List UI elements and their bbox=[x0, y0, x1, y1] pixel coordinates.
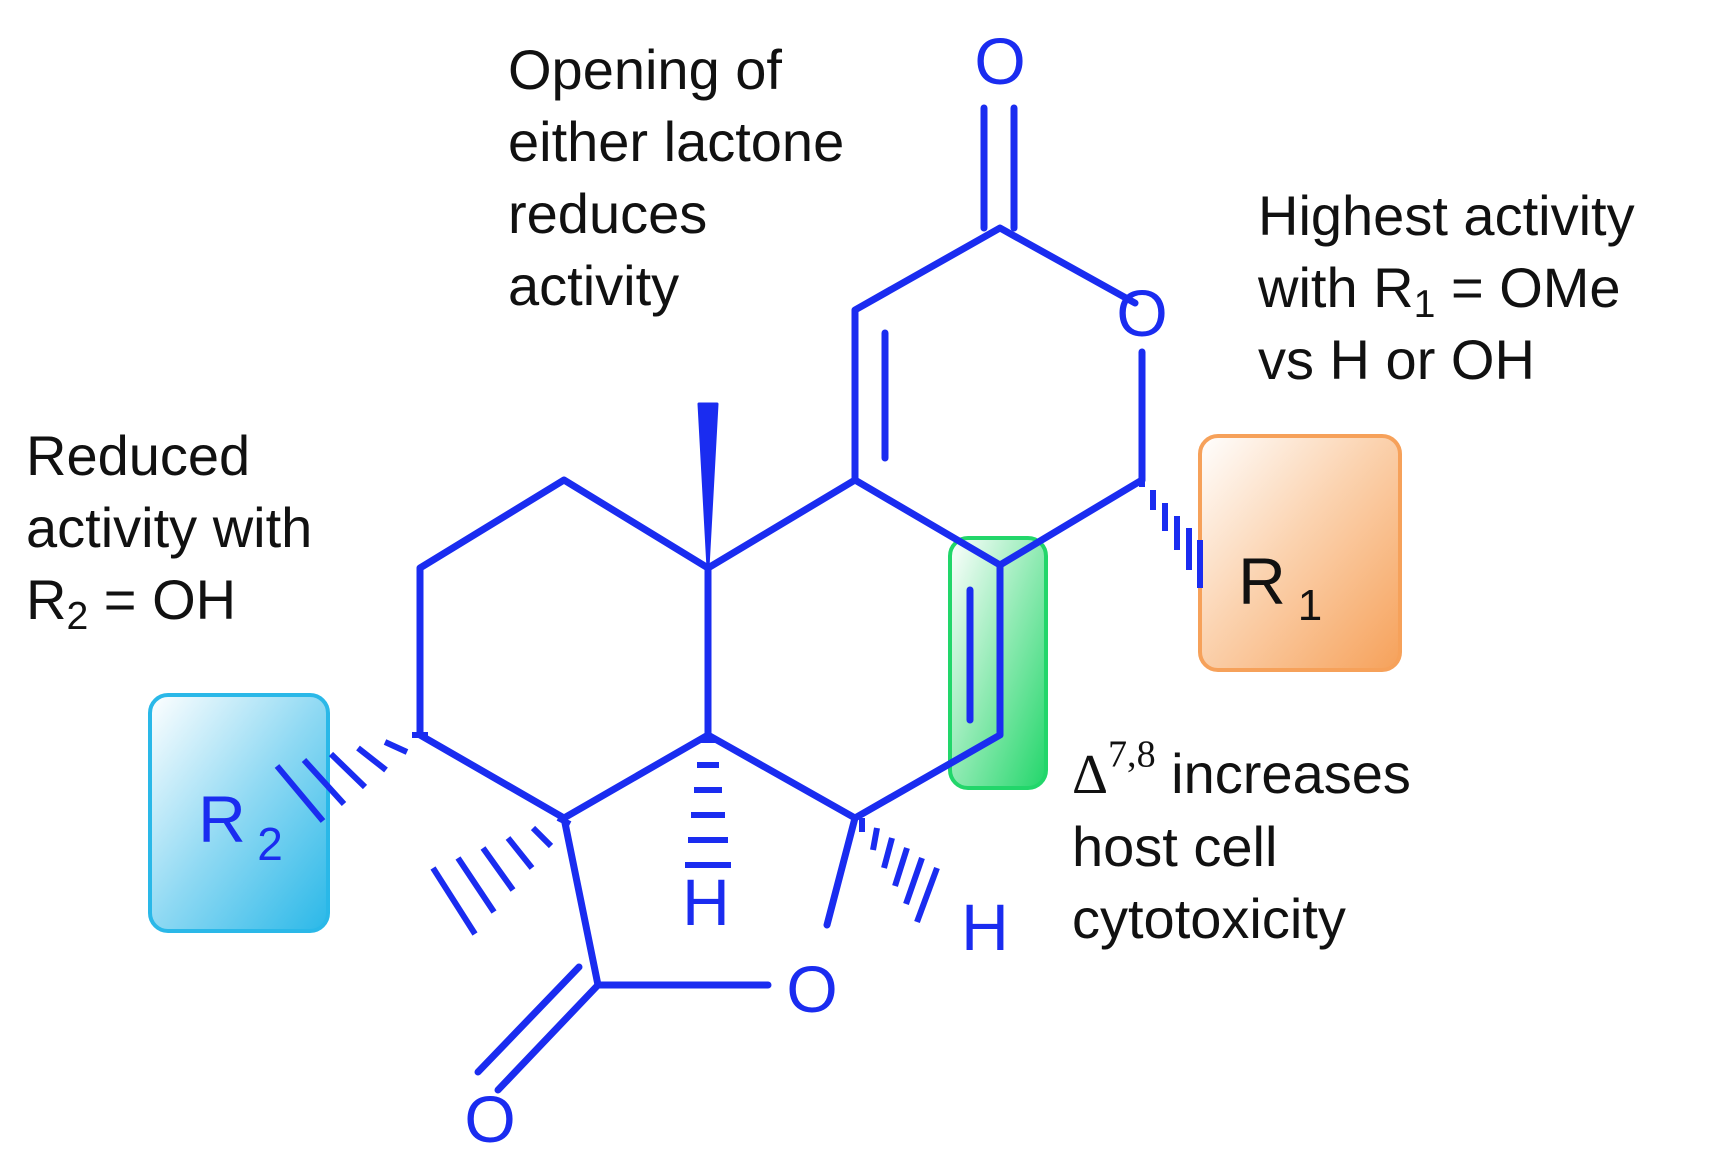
r2-subscript: 2 bbox=[257, 818, 283, 870]
atom-h-right: H bbox=[961, 890, 1009, 964]
substituent-r2: R 2 bbox=[198, 782, 283, 870]
alkene-line-1-post: increases bbox=[1155, 742, 1411, 805]
r1-line-2-post: = OMe bbox=[1435, 256, 1621, 319]
atom-o-carbonyl-top: O bbox=[974, 24, 1025, 98]
r2-letter: R bbox=[198, 782, 246, 856]
alkene-annotation: Δ7,8 increases host cell cytotoxicity bbox=[1072, 735, 1411, 955]
r1-letter: R bbox=[1238, 544, 1286, 618]
atom-o-carbonyl-bottom: O bbox=[464, 1082, 515, 1156]
r1-highlight-box bbox=[1198, 434, 1402, 672]
r2-highlight-box bbox=[148, 693, 330, 933]
lactone-annotation: Opening of either lactone reduces activi… bbox=[508, 34, 844, 322]
alkene-superscript: 7,8 bbox=[1108, 733, 1156, 776]
atom-o-ring-lower: O bbox=[786, 952, 837, 1026]
r1-subscript: 1 bbox=[1298, 581, 1322, 630]
r1-line-1: Highest activity bbox=[1258, 184, 1635, 247]
r2-line-3: R2 = OH bbox=[26, 564, 312, 636]
lactone-line-4: activity bbox=[508, 254, 680, 317]
r1-line-2-pre: with R bbox=[1258, 256, 1414, 319]
hashed-bonds bbox=[274, 473, 1203, 936]
r2-line-3-post: = OH bbox=[88, 568, 237, 631]
r2-line-3-pre: R bbox=[26, 568, 67, 631]
r2-line-3-sub: 2 bbox=[66, 594, 89, 638]
alkene-delta: Δ bbox=[1072, 744, 1109, 806]
r1-annotation: Highest activity with R1 = OMe vs H or O… bbox=[1258, 180, 1635, 396]
alkene-line-2: host cell bbox=[1072, 815, 1278, 878]
r1-line-2-sub: 1 bbox=[1413, 282, 1436, 326]
substituent-r1: R 1 bbox=[1238, 544, 1322, 630]
atom-labels: O O O O H H bbox=[464, 24, 1167, 1156]
atom-h-center: H bbox=[682, 865, 730, 939]
r1-line-2: with R1 = OMe bbox=[1258, 252, 1635, 324]
alkene-line-3: cytotoxicity bbox=[1072, 887, 1346, 950]
alkene-line-1: Δ7,8 increases bbox=[1072, 735, 1411, 811]
r1-line-3: vs H or OH bbox=[1258, 328, 1535, 391]
methyl-wedge bbox=[697, 402, 719, 570]
r2-line-2: activity with bbox=[26, 496, 313, 559]
r2-line-1: Reduced bbox=[26, 424, 251, 487]
skeleton-bonds bbox=[416, 104, 1146, 1094]
atom-o-ring-upper: O bbox=[1116, 276, 1167, 350]
r2-annotation: Reduced activity with R2 = OH bbox=[26, 420, 312, 636]
lactone-line-2: either lactone bbox=[508, 110, 845, 173]
lactone-line-3: reduces bbox=[508, 182, 708, 245]
lactone-line-1: Opening of bbox=[508, 38, 782, 101]
